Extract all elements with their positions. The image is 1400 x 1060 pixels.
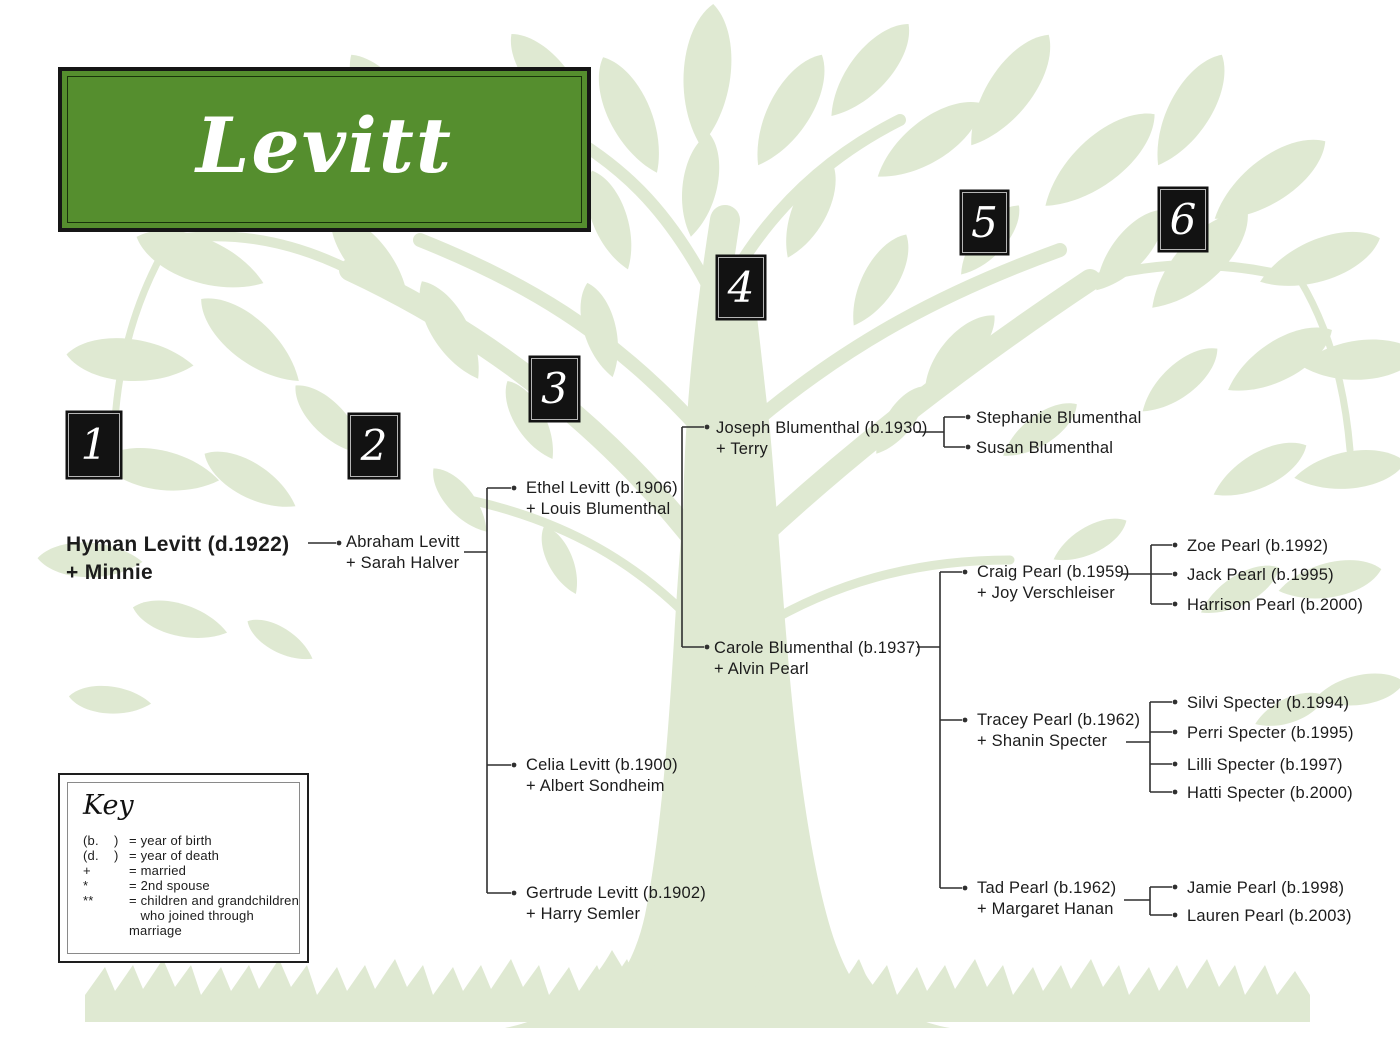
person-stephanie-blumenthal: Stephanie Blumenthal bbox=[976, 408, 1141, 429]
legend-meaning: = married bbox=[129, 863, 187, 878]
person-name: Tad Pearl (b.1962) bbox=[977, 879, 1117, 897]
person-ethel-levitt: Ethel Levitt (b.1906) + Louis Blumenthal bbox=[526, 478, 678, 520]
legend-entries: (b. ) = year of birth (d. ) = year of de… bbox=[83, 833, 307, 938]
person-tracey-pearl: Tracey Pearl (b.1962) + Shanin Specter bbox=[977, 710, 1140, 752]
generation-badge-4: 4 bbox=[718, 257, 764, 318]
legend-symbol: (b. ) bbox=[83, 833, 119, 848]
person-name: Tracey Pearl (b.1962) bbox=[977, 711, 1141, 729]
person-name: Lauren Pearl (b.2003) bbox=[1187, 907, 1352, 925]
grass bbox=[85, 959, 1310, 1022]
person-celia-levitt: Celia Levitt (b.1900) + Albert Sondheim bbox=[526, 755, 678, 797]
person-perri-specter: Perri Specter (b.1995) bbox=[1187, 723, 1354, 744]
person-name: Jack Pearl (b.1995) bbox=[1187, 566, 1334, 584]
legend-symbol: (d. ) bbox=[83, 848, 119, 863]
legend-meaning: = year of birth bbox=[129, 833, 212, 848]
person-jack-pearl: Jack Pearl (b.1995) bbox=[1187, 565, 1334, 586]
legend-symbol: * bbox=[83, 878, 89, 893]
legend-row: ** = children and grandchildren who join… bbox=[83, 893, 307, 938]
person-hyman-levitt: Hyman Levitt (d.1922) + Minnie bbox=[66, 531, 289, 587]
person-name: Harrison Pearl (b.2000) bbox=[1187, 596, 1364, 614]
person-name: Celia Levitt (b.1900) bbox=[526, 756, 678, 774]
person-name: Ethel Levitt (b.1906) bbox=[526, 479, 678, 497]
person-spouse: + Minnie bbox=[66, 561, 153, 584]
person-spouse: + Albert Sondheim bbox=[526, 777, 665, 795]
legend-meaning: = 2nd spouse bbox=[129, 878, 210, 893]
legend-symbol: ** bbox=[83, 893, 94, 908]
person-name: Joseph Blumenthal (b.1930) bbox=[716, 419, 928, 437]
person-name: Hatti Specter (b.2000) bbox=[1187, 784, 1353, 802]
person-craig-pearl: Craig Pearl (b.1959) + Joy Verschleiser bbox=[977, 562, 1130, 604]
person-carole-blumenthal: Carole Blumenthal (b.1937) + Alvin Pearl bbox=[714, 638, 921, 680]
generation-badge-5: 5 bbox=[962, 192, 1007, 253]
person-silvi-specter: Silvi Specter (b.1994) bbox=[1187, 693, 1349, 714]
legend-meaning: = children and grandchildren who joined … bbox=[129, 893, 300, 938]
person-spouse: + Sarah Halver bbox=[346, 554, 460, 572]
person-name: Zoe Pearl (b.1992) bbox=[1187, 537, 1329, 555]
person-spouse: + Margaret Hanan bbox=[977, 900, 1114, 918]
legend-row: + = married bbox=[83, 863, 307, 878]
connector-end-dots bbox=[336, 414, 1178, 918]
person-harrison-pearl: Harrison Pearl (b.2000) bbox=[1187, 595, 1363, 616]
person-gertrude-levitt: Gertrude Levitt (b.1902) + Harry Semler bbox=[526, 883, 706, 925]
legend-row: (b. ) = year of birth bbox=[83, 833, 307, 848]
legend-box: Key (b. ) = year of birth (d. ) = year o… bbox=[58, 773, 309, 963]
person-susan-blumenthal: Susan Blumenthal bbox=[976, 438, 1113, 459]
legend-title: Key bbox=[83, 790, 134, 821]
person-spouse: + Alvin Pearl bbox=[714, 660, 809, 678]
legend-meaning: = year of death bbox=[129, 848, 220, 863]
person-tad-pearl: Tad Pearl (b.1962) + Margaret Hanan bbox=[977, 878, 1116, 920]
person-name: Silvi Specter (b.1994) bbox=[1187, 694, 1350, 712]
person-name: Lilli Specter (b.1997) bbox=[1187, 756, 1343, 774]
legend-row: (d. ) = year of death bbox=[83, 848, 307, 863]
legend-symbol: + bbox=[83, 863, 91, 878]
foliage-group bbox=[36, 1, 1400, 1028]
person-zoe-pearl: Zoe Pearl (b.1992) bbox=[1187, 536, 1328, 557]
person-name: Jamie Pearl (b.1998) bbox=[1187, 879, 1345, 897]
family-name-plaque: Levitt bbox=[58, 67, 591, 232]
person-hatti-specter: Hatti Specter (b.2000) bbox=[1187, 783, 1353, 804]
person-spouse: + Terry bbox=[716, 440, 768, 458]
person-name: Hyman Levitt (d.1922) bbox=[66, 533, 290, 556]
person-abraham-levitt: Abraham Levitt + Sarah Halver bbox=[346, 532, 460, 574]
person-name: Stephanie Blumenthal bbox=[976, 409, 1142, 427]
person-name: Susan Blumenthal bbox=[976, 439, 1114, 457]
generation-badge-2: 2 bbox=[350, 415, 398, 477]
person-name: Perri Specter (b.1995) bbox=[1187, 724, 1354, 742]
legend-row: * = 2nd spouse bbox=[83, 878, 307, 893]
person-lauren-pearl: Lauren Pearl (b.2003) bbox=[1187, 906, 1352, 927]
family-name-title: Levitt bbox=[195, 101, 454, 190]
person-name: Gertrude Levitt (b.1902) bbox=[526, 884, 706, 902]
person-name: Craig Pearl (b.1959) bbox=[977, 563, 1130, 581]
person-spouse: + Harry Semler bbox=[526, 905, 641, 923]
person-name: Abraham Levitt bbox=[346, 533, 460, 551]
person-lilli-specter: Lilli Specter (b.1997) bbox=[1187, 755, 1343, 776]
person-spouse: + Shanin Specter bbox=[977, 732, 1108, 750]
person-jamie-pearl: Jamie Pearl (b.1998) bbox=[1187, 878, 1344, 899]
person-spouse: + Louis Blumenthal bbox=[526, 500, 671, 518]
person-spouse: + Joy Verschleiser bbox=[977, 584, 1115, 602]
generation-badge-6: 6 bbox=[1160, 189, 1206, 250]
generation-badge-1: 1 bbox=[68, 413, 120, 477]
person-name: Carole Blumenthal (b.1937) bbox=[714, 639, 921, 657]
person-joseph-blumenthal: Joseph Blumenthal (b.1930) + Terry bbox=[716, 418, 928, 460]
generation-badge-3: 3 bbox=[531, 358, 578, 420]
